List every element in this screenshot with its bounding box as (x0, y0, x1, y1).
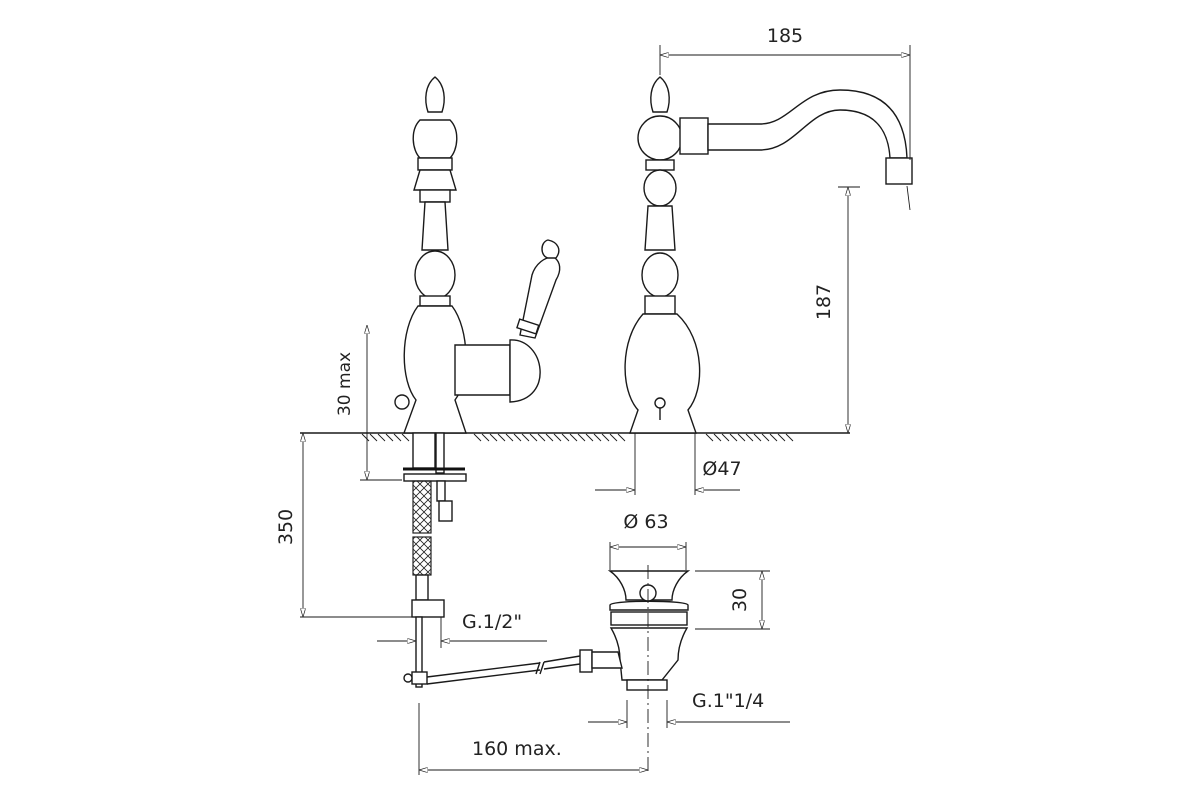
hatch-mark (609, 433, 618, 442)
dim-waste-height: 30 (729, 588, 751, 612)
hatch-mark (377, 433, 386, 442)
hatch-mark (777, 433, 786, 442)
hatch-mark (737, 433, 746, 442)
hatch-mark (729, 433, 738, 442)
hatch-mark (529, 433, 538, 442)
hatch-mark (401, 433, 410, 442)
hatch-mark (545, 433, 554, 442)
dim-spout-reach: 185 (767, 25, 803, 47)
dim-supply-thread: G.1/2" (462, 611, 522, 633)
hatch-mark (521, 433, 530, 442)
hatch-mark (505, 433, 514, 442)
faucet-side-view (394, 76, 593, 688)
dim-waste-diameter: Ø 63 (623, 511, 668, 533)
faucet-front-view (624, 76, 913, 434)
hatch-mark (561, 433, 570, 442)
dimension-lines (300, 45, 911, 775)
dim-spout-height: 187 (813, 284, 835, 320)
deck-surface (300, 432, 850, 442)
hatch-mark (705, 433, 714, 442)
hatch-mark (473, 433, 482, 442)
hatch-mark (713, 433, 722, 442)
hatch-mark (577, 433, 586, 442)
hatch-mark (721, 433, 730, 442)
dim-rod-length: 160 max. (472, 738, 562, 760)
hatch-mark (393, 433, 402, 442)
hatch-mark (769, 433, 778, 442)
hatch-mark (553, 433, 562, 442)
hatch-mark (601, 433, 610, 442)
hatch-mark (497, 433, 506, 442)
hatch-mark (369, 433, 378, 442)
hatch-mark (761, 433, 770, 442)
hatch-mark (537, 433, 546, 442)
dim-base-diameter: Ø47 (702, 458, 741, 480)
hatch-mark (753, 433, 762, 442)
hatch-mark (593, 433, 602, 442)
hatch-mark (361, 433, 370, 442)
dim-waste-thread: G.1"1/4 (692, 690, 764, 712)
hatch-mark (513, 433, 522, 442)
dim-hose-length: 350 (275, 509, 297, 545)
hatch-mark (385, 433, 394, 442)
hatch-mark (745, 433, 754, 442)
hatch-mark (617, 433, 626, 442)
hatch-mark (489, 433, 498, 442)
hatch-mark (785, 433, 794, 442)
hatch-mark (481, 433, 490, 442)
pop-up-waste (591, 565, 691, 775)
dim-deck-thickness: 30 max (335, 352, 355, 416)
hatch-mark (569, 433, 578, 442)
hatch-mark (585, 433, 594, 442)
